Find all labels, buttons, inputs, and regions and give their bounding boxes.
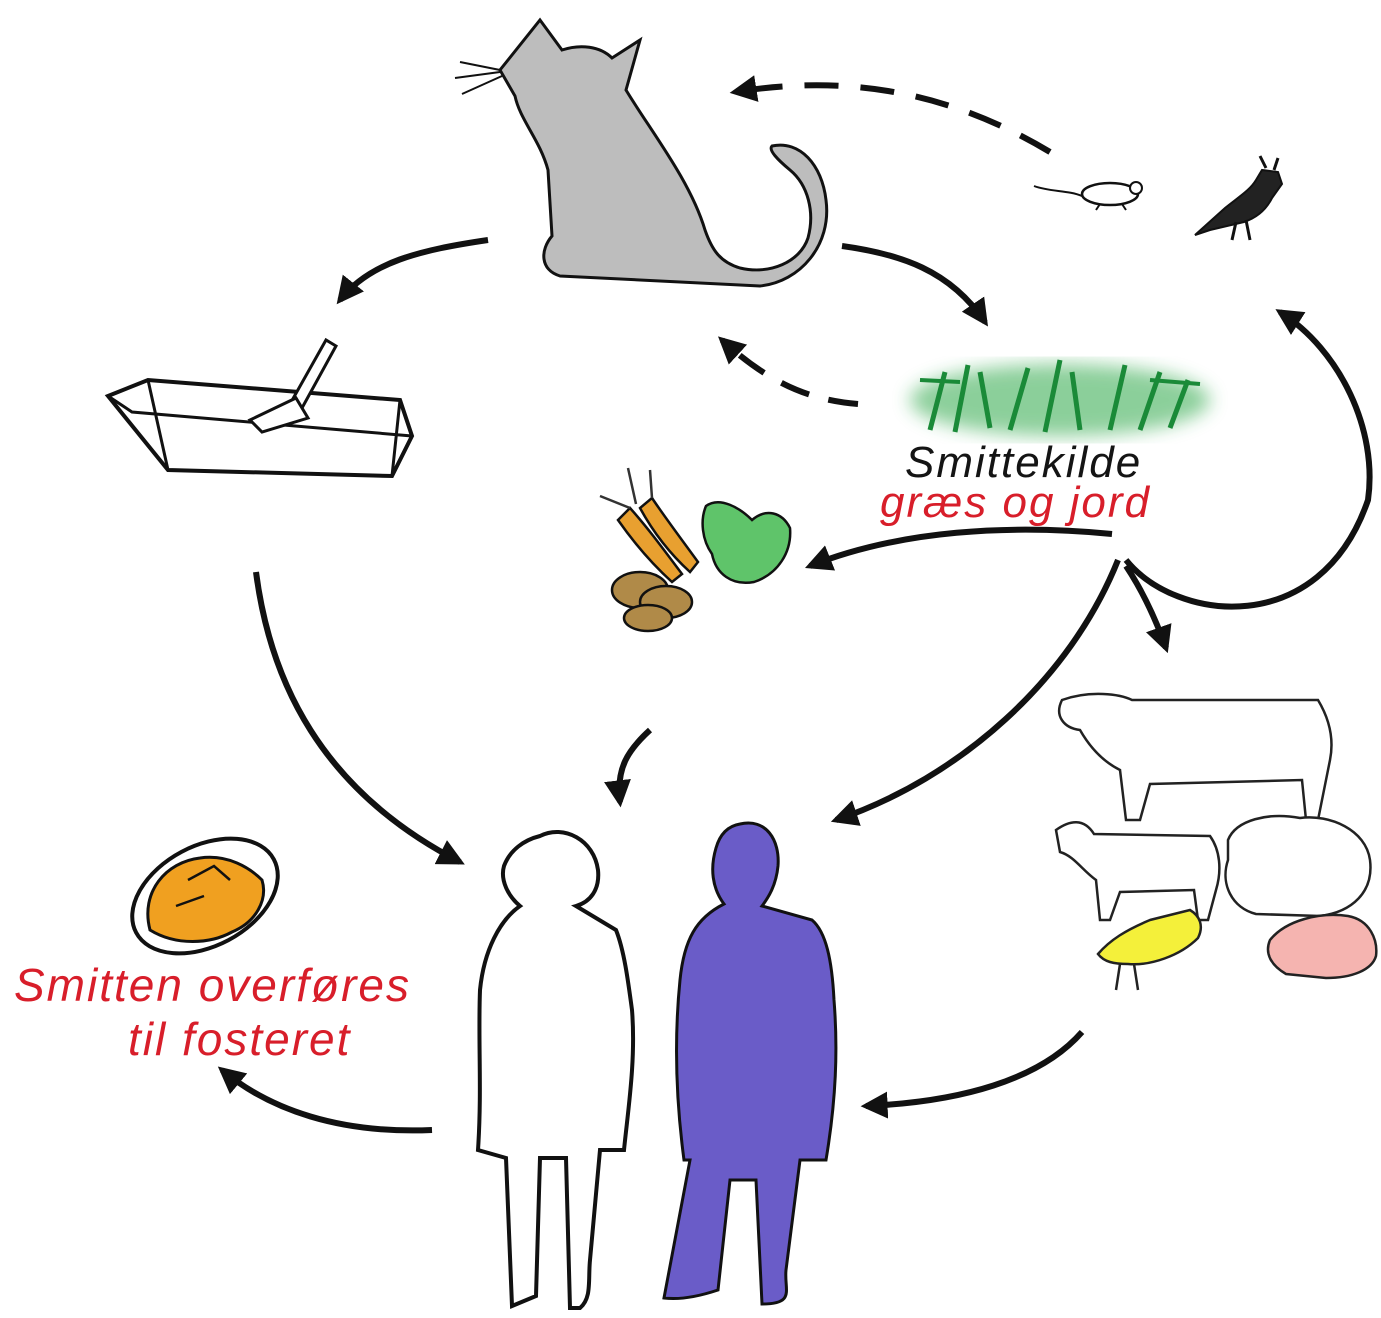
chicken-icon bbox=[1096, 908, 1202, 991]
transmission-line-2: til fosteret bbox=[128, 1013, 352, 1065]
pig-icon bbox=[1266, 913, 1378, 980]
potatoes-icon bbox=[610, 570, 694, 633]
bird-icon bbox=[1194, 155, 1284, 241]
arrow-vegetables-to-people bbox=[604, 727, 653, 808]
arrow-grass-to-vegetables bbox=[804, 526, 1113, 571]
arrow-woman-to-fetus bbox=[217, 1066, 433, 1134]
arrow-prey-to-cat-dashed bbox=[729, 75, 1052, 155]
arrow-animals-to-man bbox=[860, 1030, 1085, 1119]
fetus-icon bbox=[130, 836, 280, 956]
cow-icon bbox=[1057, 692, 1333, 822]
arrow-litter-to-woman bbox=[253, 571, 465, 865]
transmission-line-1: Smitten overføres bbox=[14, 959, 411, 1011]
arrow-grass-to-man bbox=[830, 558, 1121, 826]
goat-icon bbox=[1054, 821, 1221, 922]
lettuce-icon bbox=[701, 501, 792, 585]
source-title: Smittekilde bbox=[905, 438, 1143, 487]
sheep-icon bbox=[1224, 814, 1372, 918]
cat-icon bbox=[454, 17, 829, 288]
carrots-icon bbox=[599, 467, 700, 584]
grass-source-icon bbox=[910, 359, 1210, 436]
man-icon bbox=[662, 821, 838, 1306]
arrow-grass-to-animals bbox=[1123, 564, 1172, 654]
source-subtitle: græs og jord bbox=[880, 478, 1152, 527]
arrow-grass-to-prey bbox=[1123, 309, 1373, 610]
arrow-cat-to-litter bbox=[336, 237, 489, 305]
arrow-cat-to-grass bbox=[841, 243, 989, 327]
litter-box-icon bbox=[104, 337, 415, 479]
cycle-arrows bbox=[217, 75, 1373, 1134]
woman-icon bbox=[475, 830, 636, 1310]
arrow-grass-to-cat-dashed bbox=[718, 336, 859, 407]
mouse-icon bbox=[1033, 181, 1143, 211]
